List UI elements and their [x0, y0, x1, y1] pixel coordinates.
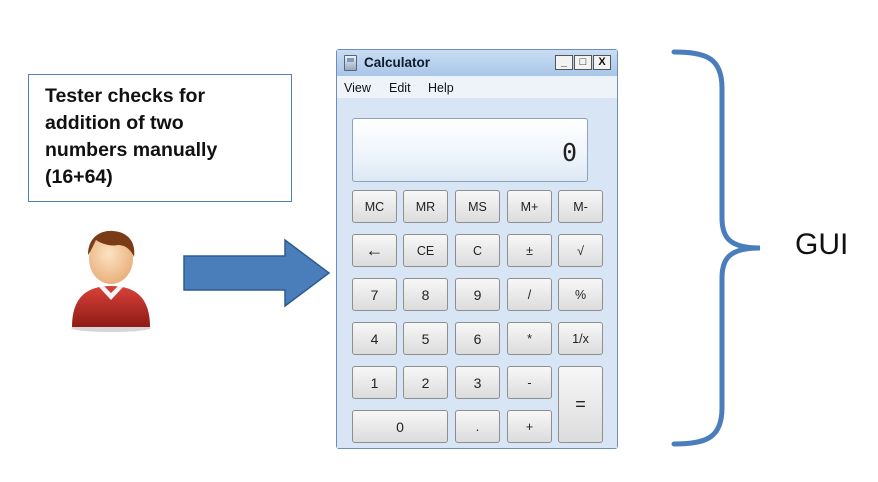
digit-8-button[interactable]: 8: [403, 278, 448, 311]
tester-person-icon: [71, 230, 151, 332]
m-plus-button[interactable]: M+: [507, 190, 552, 223]
reciprocal-button[interactable]: 1/x: [558, 322, 603, 355]
decimal-button[interactable]: .: [455, 410, 500, 443]
digit-0-button[interactable]: 0: [352, 410, 448, 443]
minimize-button[interactable]: _: [555, 55, 573, 70]
digit-5-button[interactable]: 5: [403, 322, 448, 355]
subtract-button[interactable]: -: [507, 366, 552, 399]
c-button[interactable]: C: [455, 234, 500, 267]
window-title: Calculator: [364, 55, 431, 70]
tester-note-box: Tester checks for addition of two number…: [28, 74, 292, 202]
multiply-button[interactable]: *: [507, 322, 552, 355]
ce-button[interactable]: CE: [403, 234, 448, 267]
digit-1-button[interactable]: 1: [352, 366, 397, 399]
tester-note-text: Tester checks for addition of two number…: [45, 85, 218, 188]
digit-2-button[interactable]: 2: [403, 366, 448, 399]
equals-button[interactable]: =: [558, 366, 603, 443]
display-panel: 0: [352, 118, 588, 182]
add-button[interactable]: +: [507, 410, 552, 443]
backspace-button[interactable]: ←: [352, 234, 397, 267]
digit-3-button[interactable]: 3: [455, 366, 500, 399]
mr-button[interactable]: MR: [403, 190, 448, 223]
right-arrow: [183, 238, 331, 308]
m-minus-button[interactable]: M-: [558, 190, 603, 223]
digit-9-button[interactable]: 9: [455, 278, 500, 311]
title-bar: Calculator _ □ X: [337, 50, 617, 77]
digit-6-button[interactable]: 6: [455, 322, 500, 355]
sqrt-button[interactable]: √: [558, 234, 603, 267]
menu-bar: View Edit Help: [337, 76, 617, 98]
divide-button[interactable]: /: [507, 278, 552, 311]
close-button[interactable]: X: [593, 55, 611, 70]
menu-view[interactable]: View: [344, 81, 371, 95]
sign-button[interactable]: ±: [507, 234, 552, 267]
right-brace: [671, 49, 761, 447]
mc-button[interactable]: MC: [352, 190, 397, 223]
maximize-button[interactable]: □: [574, 55, 592, 70]
menu-edit[interactable]: Edit: [389, 81, 411, 95]
ms-button[interactable]: MS: [455, 190, 500, 223]
digit-4-button[interactable]: 4: [352, 322, 397, 355]
digit-7-button[interactable]: 7: [352, 278, 397, 311]
menu-help[interactable]: Help: [428, 81, 454, 95]
calculator-app-icon: [344, 55, 357, 71]
display-value: 0: [561, 138, 577, 167]
gui-label: GUI: [795, 228, 849, 261]
percent-button[interactable]: %: [558, 278, 603, 311]
